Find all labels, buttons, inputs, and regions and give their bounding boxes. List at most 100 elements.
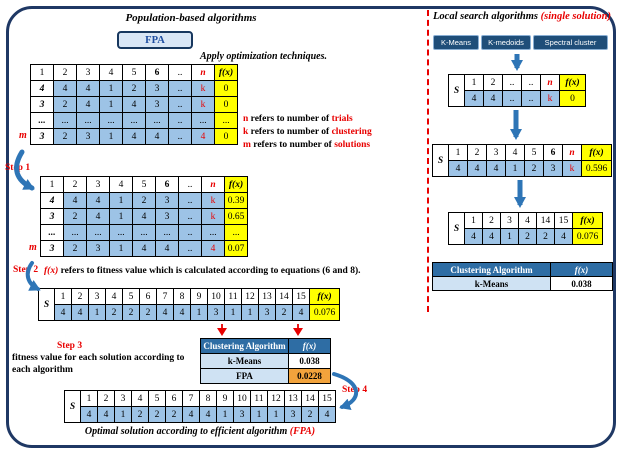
- header-cell: 3: [500, 212, 519, 229]
- header-cell: 13: [258, 288, 276, 305]
- value-cell: ..: [178, 192, 202, 209]
- step3-label: Step 3: [57, 341, 83, 351]
- value-cell: 4: [173, 304, 191, 321]
- value-cell: 2: [139, 304, 157, 321]
- header-cell: 4: [518, 212, 537, 229]
- value-cell: 1: [241, 304, 259, 321]
- value-cell: 3: [145, 96, 169, 113]
- kmedoids-button[interactable]: K-medoids: [481, 35, 531, 50]
- value-cell: ...: [63, 224, 87, 241]
- value-cell: 4: [122, 96, 146, 113]
- header-cell: f(x): [550, 262, 613, 277]
- header-cell: 1: [464, 212, 483, 229]
- value-cell: ..: [502, 90, 522, 107]
- header-cell: ..: [168, 64, 192, 81]
- header-cell: f(x): [224, 176, 248, 193]
- row-label-cell: S: [64, 390, 81, 423]
- header-cell: n: [201, 176, 225, 193]
- value-cell: ...: [224, 224, 248, 241]
- header-cell: 14: [536, 212, 555, 229]
- value-cell: 1: [190, 304, 208, 321]
- value-cell: 0: [214, 96, 238, 113]
- header-cell: 2: [63, 176, 87, 193]
- header-cell: f(x): [309, 288, 340, 305]
- header-cell: f(x): [572, 212, 603, 229]
- value-cell: ...: [109, 224, 133, 241]
- value-cell: k: [191, 80, 215, 97]
- caption-accent: (FPA): [289, 426, 316, 437]
- value-cell: 3: [86, 240, 110, 257]
- right-panel-title: Local search algorithms (single solution…: [433, 11, 611, 22]
- value-cell: 4: [318, 406, 336, 423]
- value-cell: ...: [155, 224, 179, 241]
- spectral-cluster-button[interactable]: Spectral cluster: [533, 35, 608, 50]
- fpa-button[interactable]: FPA: [117, 31, 193, 49]
- header-cell: 2: [97, 390, 115, 407]
- legend: n refers to number of trials k refers to…: [243, 113, 372, 152]
- legend-accent-clustering: clustering: [331, 127, 372, 137]
- header-cell: ..: [178, 176, 202, 193]
- header-cell: n: [540, 74, 560, 91]
- value-cell: 4: [201, 240, 225, 257]
- header-cell: 4: [105, 288, 123, 305]
- value-cell: 4: [63, 192, 87, 209]
- value-cell: 4: [292, 304, 310, 321]
- value-cell: 4: [464, 90, 484, 107]
- figure-caption: Optimal solution according to efficient …: [40, 426, 360, 437]
- row-label-cell: S: [432, 144, 449, 177]
- header-cell: 4: [99, 64, 123, 81]
- value-cell: 4: [97, 406, 115, 423]
- header-cell: ..: [521, 74, 541, 91]
- value-cell: ...: [99, 112, 123, 129]
- m-row-label-evaluated: m: [29, 242, 37, 253]
- value-cell: 4: [80, 406, 98, 423]
- header-cell: 2: [53, 64, 77, 81]
- value-cell: 3: [76, 128, 100, 145]
- value-cell: 1: [99, 96, 123, 113]
- separator-dashed-line: [427, 10, 429, 312]
- value-cell: 3: [258, 304, 276, 321]
- header-cell: 6: [165, 390, 183, 407]
- value-cell: 4: [76, 96, 100, 113]
- header-cell: 6: [139, 288, 157, 305]
- fitness-note-text: refers to fitness value which is calcula…: [58, 266, 361, 276]
- header-cell: 3: [486, 144, 506, 161]
- value-cell: 0.076: [309, 304, 340, 321]
- row-label-cell: S: [448, 212, 465, 245]
- row-label-cell: S: [448, 74, 465, 107]
- value-cell: 2: [165, 406, 183, 423]
- header-cell: 5: [148, 390, 166, 407]
- value-cell: ...: [76, 112, 100, 129]
- value-cell: 4: [483, 90, 503, 107]
- header-cell: 14: [301, 390, 319, 407]
- value-cell: 4: [145, 128, 169, 145]
- header-cell: 10: [207, 288, 225, 305]
- value-cell: 2: [105, 304, 123, 321]
- value-cell: 0.07: [224, 240, 248, 257]
- header-cell: 1: [464, 74, 484, 91]
- value-cell: 2: [524, 160, 544, 177]
- header-cell: Clustering Algorithm: [200, 338, 289, 354]
- value-cell: ..: [168, 112, 192, 129]
- value-cell: 3: [207, 304, 225, 321]
- value-cell: 1: [88, 304, 106, 321]
- legend-item-k: k refers to number of clustering: [243, 126, 372, 139]
- value-cell: ...: [201, 224, 225, 241]
- header-cell: 12: [267, 390, 285, 407]
- value-cell: ...: [122, 112, 146, 129]
- header-cell: 5: [524, 144, 544, 161]
- value-cell: 1: [109, 208, 133, 225]
- value-cell: 2: [148, 406, 166, 423]
- value-cell: 0.39: [224, 192, 248, 209]
- header-cell: 11: [224, 288, 242, 305]
- value-cell: 2: [301, 406, 319, 423]
- value-cell: ..: [168, 80, 192, 97]
- header-cell: 8: [199, 390, 217, 407]
- value-cell: 1: [500, 228, 519, 245]
- value-cell: 4: [182, 406, 200, 423]
- header-cell: 3: [86, 176, 110, 193]
- kmeans-button[interactable]: K-Means: [433, 35, 479, 50]
- value-cell: 0: [214, 80, 238, 97]
